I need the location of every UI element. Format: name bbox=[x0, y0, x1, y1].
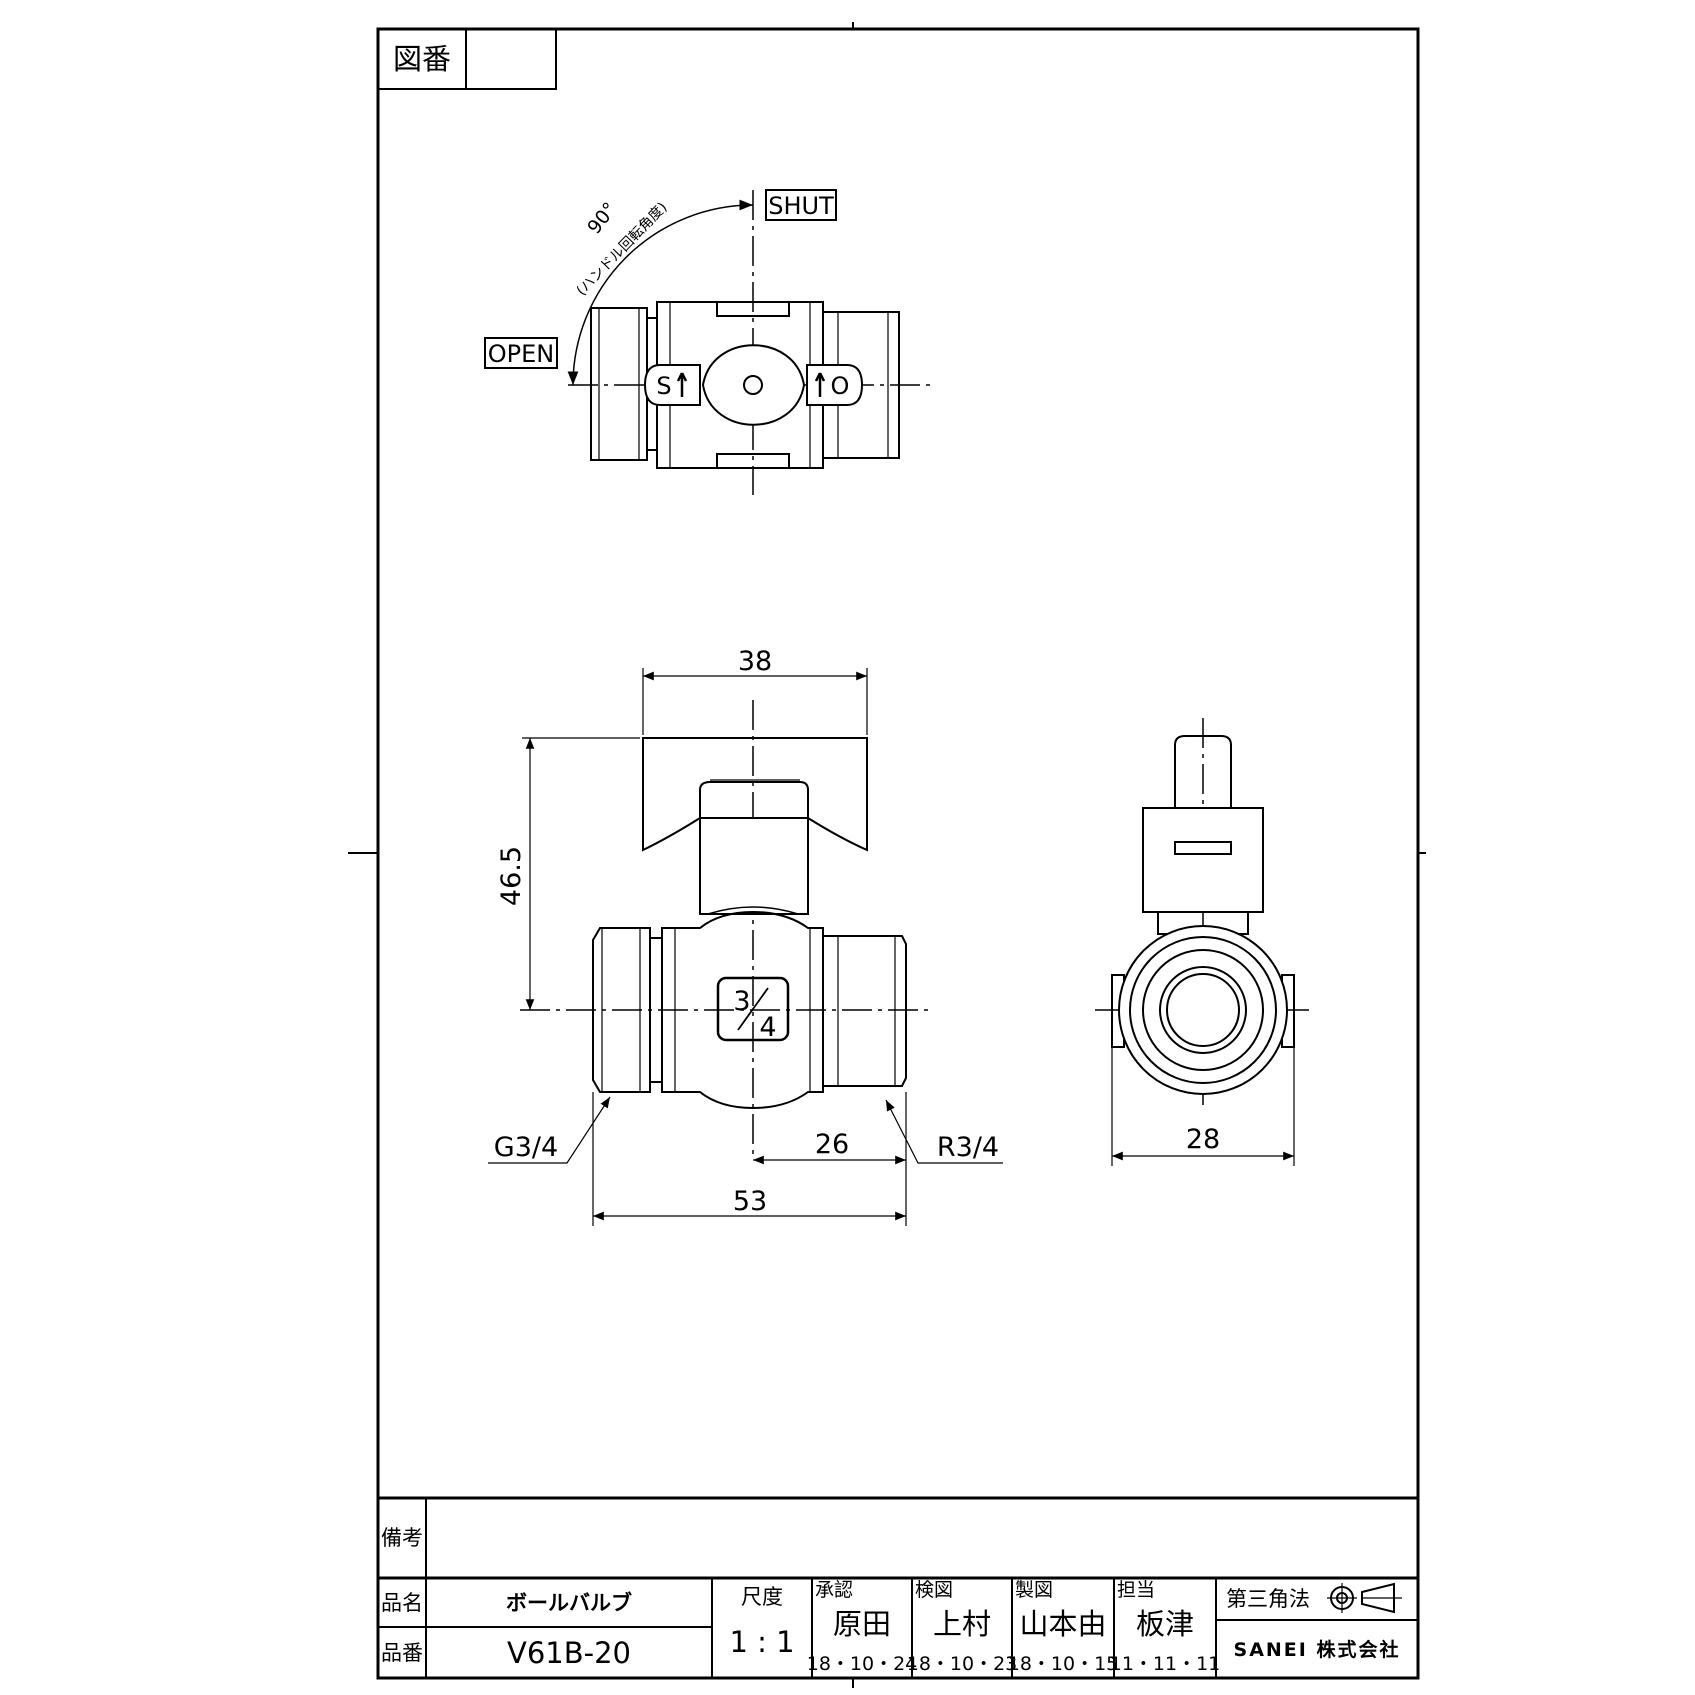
size-mark-numerator: 3 bbox=[733, 986, 750, 1017]
rotation-angle-text: 90° bbox=[583, 198, 621, 238]
product-number-label: 品番 bbox=[381, 1641, 423, 1665]
thread-left-label: G3/4 bbox=[494, 1132, 558, 1163]
drawn-name: 山本由 bbox=[1019, 1607, 1106, 1641]
charge-date: 11・11・11 bbox=[1110, 1653, 1221, 1675]
remarks-label: 備考 bbox=[381, 1526, 423, 1550]
handle-left-mark: S bbox=[656, 372, 671, 400]
thread-right-label: R3/4 bbox=[937, 1132, 999, 1163]
approved-name: 原田 bbox=[833, 1607, 891, 1641]
approved-label: 承認 bbox=[815, 1579, 853, 1601]
drawing-number-box: 図番 bbox=[377, 28, 557, 90]
approved-date: 18・10・24 bbox=[807, 1653, 918, 1675]
title-block bbox=[378, 1496, 1418, 1678]
open-label: OPEN bbox=[488, 340, 554, 368]
dim-half-length: 26 bbox=[815, 1129, 849, 1160]
product-name: ボールバルブ bbox=[506, 1591, 632, 1615]
checked-date: 18・10・23 bbox=[907, 1653, 1018, 1675]
projection-label: 第三角法 bbox=[1226, 1587, 1310, 1611]
scale-label: 尺度 bbox=[741, 1585, 783, 1609]
charge-name: 板津 bbox=[1136, 1607, 1194, 1641]
sheet-frame bbox=[348, 22, 1426, 1688]
rotation-angle-note: (ハンドル回転角度) bbox=[574, 199, 671, 299]
dim-height: 46.5 bbox=[496, 846, 527, 906]
dim-handle-width: 38 bbox=[738, 646, 772, 677]
front-view bbox=[488, 668, 1003, 1226]
drawn-date: 18・10・15 bbox=[1008, 1653, 1119, 1675]
product-number: V61B-20 bbox=[507, 1636, 631, 1670]
checked-label: 検図 bbox=[915, 1579, 953, 1601]
handle-right-mark: O bbox=[831, 372, 850, 400]
company-name: SANEI 株式会社 bbox=[1234, 1638, 1401, 1661]
dim-total-length: 53 bbox=[733, 1186, 767, 1217]
size-mark-denominator: 4 bbox=[759, 1012, 776, 1043]
checked-name: 上村 bbox=[933, 1607, 991, 1641]
top-view bbox=[484, 189, 930, 495]
projection-cone bbox=[1361, 1582, 1395, 1614]
charge-label: 担当 bbox=[1117, 1579, 1155, 1601]
product-name-label: 品名 bbox=[381, 1591, 423, 1615]
drawing-number-label: 図番 bbox=[393, 42, 451, 76]
shut-label: SHUT bbox=[768, 192, 834, 220]
dim-side-width: 28 bbox=[1186, 1124, 1220, 1155]
drawn-label: 製図 bbox=[1015, 1579, 1053, 1601]
side-view bbox=[1095, 718, 1312, 1166]
scale-value: 1 : 1 bbox=[729, 1625, 794, 1659]
